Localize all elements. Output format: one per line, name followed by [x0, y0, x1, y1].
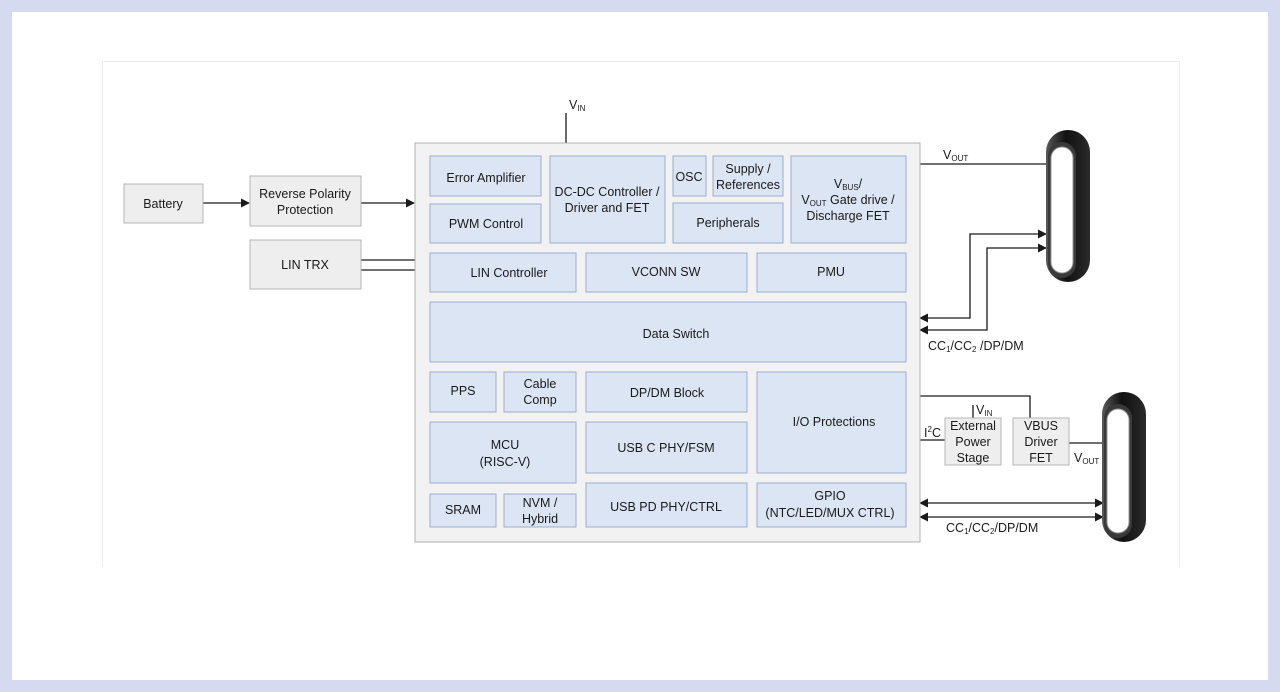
svg-text:USB C PHY/FSM: USB C PHY/FSM — [617, 441, 714, 455]
reverse-polarity-line1: Reverse Polarity — [259, 187, 351, 201]
svg-text:(RISC-V): (RISC-V) — [480, 455, 531, 469]
svg-text:Driver: Driver — [1024, 435, 1057, 449]
svg-text:Hybrid: Hybrid — [522, 512, 558, 526]
usbc-phy-block: USB C PHY/FSM — [585, 421, 748, 474]
usb-c-connector-bottom-icon — [1102, 392, 1146, 542]
vconn-sw-block: VCONN SW — [585, 252, 748, 293]
pwm-control-block: PWM Control — [429, 203, 542, 244]
svg-text:Supply /: Supply / — [725, 162, 771, 176]
svg-text:Driver and FET: Driver and FET — [565, 201, 650, 215]
svg-text:PWM Control: PWM Control — [449, 217, 523, 231]
cc-top-label: CC1/CC2 /DP/DM — [928, 339, 1024, 354]
svg-text:SRAM: SRAM — [445, 503, 481, 517]
lin-trx-label: LIN TRX — [281, 258, 329, 272]
peripherals-block: Peripherals — [672, 202, 784, 244]
svg-text:DC-DC Controller /: DC-DC Controller / — [555, 185, 660, 199]
dcdc-controller-block: DC-DC Controller / Driver and FET — [549, 155, 666, 244]
io-protections-block: I/O Protections — [756, 371, 907, 474]
svg-text:References: References — [716, 178, 780, 192]
svg-text:Cable: Cable — [524, 377, 557, 391]
reverse-polarity-line2: Protection — [277, 203, 333, 217]
svg-text:Discharge FET: Discharge FET — [806, 209, 890, 223]
svg-text:External: External — [950, 419, 996, 433]
battery-block: Battery — [123, 183, 204, 224]
battery-label: Battery — [143, 197, 183, 211]
svg-text:I/O Protections: I/O Protections — [793, 415, 876, 429]
pmu-block: PMU — [756, 252, 907, 293]
svg-text:VOUT Gate drive /: VOUT Gate drive / — [801, 193, 895, 208]
diagram-frame — [102, 61, 1180, 567]
svg-text:Power: Power — [955, 435, 990, 449]
svg-text:VBUS: VBUS — [1024, 419, 1058, 433]
vin-ext-label: VIN — [976, 403, 993, 418]
data-switch-block: Data Switch — [429, 301, 907, 363]
gpio-block: GPIO (NTC/LED/MUX CTRL) — [756, 482, 907, 528]
svg-text:Peripherals: Peripherals — [696, 216, 759, 230]
svg-text:GPIO: GPIO — [814, 489, 846, 503]
svg-text:Comp: Comp — [523, 393, 556, 407]
svg-text:PMU: PMU — [817, 265, 845, 279]
lin-controller-block: LIN Controller — [429, 252, 577, 293]
cc-top-wire-2 — [919, 243, 1047, 335]
svg-text:OSC: OSC — [675, 170, 702, 184]
svg-text:(NTC/LED/MUX CTRL): (NTC/LED/MUX CTRL) — [765, 506, 894, 520]
nvm-hybrid-block: NVM / Hybrid — [503, 493, 577, 528]
svg-text:DP/DM Block: DP/DM Block — [630, 386, 705, 400]
svg-text:VBUS/: VBUS/ — [834, 177, 863, 192]
mcu-block: MCU (RISC-V) — [429, 421, 577, 484]
usb-c-connector-top-icon — [1046, 130, 1090, 282]
dpdm-block: DP/DM Block — [585, 371, 748, 413]
svg-text:Data Switch: Data Switch — [643, 327, 710, 341]
i2c-label: I2C — [924, 425, 941, 440]
svg-text:VCONN SW: VCONN SW — [632, 265, 701, 279]
svg-text:NVM /: NVM / — [523, 496, 558, 510]
svg-text:MCU: MCU — [491, 438, 519, 452]
cc-top-wire-1 — [919, 229, 1047, 323]
svg-text:Stage: Stage — [957, 451, 990, 465]
vout-bottom-label: VOUT — [1074, 451, 1099, 466]
usbpd-phy-block: USB PD PHY/CTRL — [585, 482, 748, 528]
pps-block: PPS — [429, 371, 497, 413]
svg-text:PPS: PPS — [450, 384, 475, 398]
svg-text:Error Amplifier: Error Amplifier — [446, 171, 525, 185]
vbus-gate-drive-block: VBUS/ VOUT Gate drive / Discharge FET — [790, 155, 907, 244]
vin-top-label: VIN — [569, 98, 586, 113]
reverse-polarity-block: Reverse Polarity Protection — [249, 175, 362, 227]
cable-comp-block: Cable Comp — [503, 371, 577, 413]
vbus-driver-fet-block: VBUS Driver FET — [1012, 417, 1070, 466]
svg-text:FET: FET — [1029, 451, 1053, 465]
vout-top-label: VOUT — [943, 148, 968, 163]
supply-references-block: Supply / References — [712, 155, 784, 197]
svg-text:LIN Controller: LIN Controller — [470, 266, 547, 280]
osc-block: OSC — [672, 155, 707, 197]
sram-block: SRAM — [429, 493, 497, 528]
lin-trx-block: LIN TRX — [249, 239, 362, 290]
external-power-stage-block: External Power Stage — [944, 417, 1002, 466]
error-amplifier-block: Error Amplifier — [429, 155, 542, 197]
cc-bottom-label: CC1/CC2/DP/DM — [946, 521, 1038, 536]
svg-text:USB PD PHY/CTRL: USB PD PHY/CTRL — [610, 500, 722, 514]
